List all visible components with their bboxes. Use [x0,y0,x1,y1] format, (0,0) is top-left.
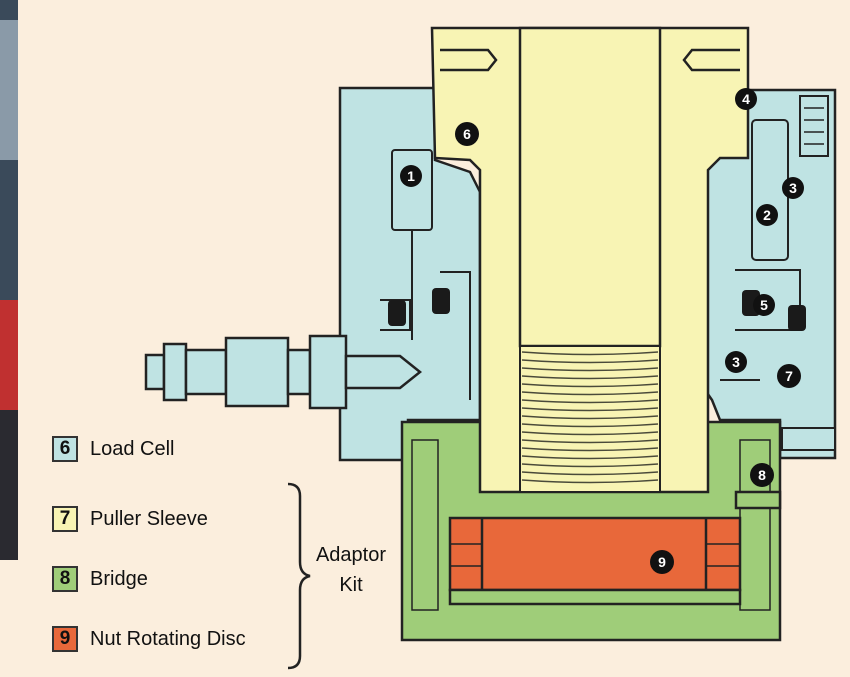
callout-3-upper: 3 [782,177,804,199]
thread-line [521,479,659,484]
thread-line [521,375,659,380]
legend-label: Puller Sleeve [90,507,208,530]
adaptor-kit-brace [287,482,311,670]
legend-item-puller-sleeve: 7 Puller Sleeve [52,506,208,532]
callout-4: 4 [735,88,757,110]
callout-9: 9 [650,550,674,574]
legend-item-nut-rotating-disc: 9 Nut Rotating Disc [52,626,246,652]
thread-line [521,455,659,460]
legend-swatch: 9 [52,626,78,652]
thread-line [521,439,659,444]
callout-1: 1 [400,165,422,187]
callout-8: 8 [750,463,774,487]
legend-item-load-cell: 6 Load Cell [52,436,175,462]
callout-7: 6 [455,122,479,146]
thread-line [521,367,659,372]
nut-rotating-disc [448,516,742,606]
callout-2: 2 [756,204,778,226]
callout-badges: 6 1 4 3 2 5 3 [400,88,804,574]
legend-swatch: 8 [52,566,78,592]
svg-text:3: 3 [732,354,740,370]
thread-line [521,391,659,396]
legend-item-bridge: 8 Bridge [52,566,148,592]
legend-label: Bridge [90,567,148,590]
thread-line [521,407,659,412]
thread-line [521,351,659,356]
legend-swatch: 7 [52,506,78,532]
thread-line [521,423,659,428]
svg-text:8: 8 [758,467,766,483]
hydraulic-coupler [144,334,423,410]
adaptor-kit-line1: Adaptor [315,544,387,566]
svg-text:7: 7 [785,368,793,384]
adaptor-kit-line2: Kit [339,574,363,596]
svg-text:3: 3 [789,180,797,196]
sleeve-threads [519,345,661,493]
photo-strip [0,0,18,560]
svg-text:9: 9 [658,554,666,570]
internal-passages [380,119,836,451]
svg-text:1: 1 [407,168,415,184]
legend-label: Load Cell [90,437,175,460]
callout-6: 7 [777,364,801,388]
adaptor-kit-label: Adaptor Kit [306,540,396,600]
set-screw [799,95,829,157]
thread-line [521,415,659,420]
puller-sleeve [430,26,750,494]
callout-3-lower: 3 [725,351,747,373]
callout-5: 5 [753,294,775,316]
thread-line [521,431,659,436]
svg-text:4: 4 [742,91,750,107]
thread-line [521,383,659,388]
svg-text:5: 5 [760,297,768,313]
legend-swatch: 6 [52,436,78,462]
svg-text:2: 2 [763,207,771,223]
thread-line [521,447,659,452]
thread-line [521,471,659,476]
thread-line [521,359,659,364]
svg-text:6: 6 [463,126,471,142]
thread-line [521,463,659,468]
legend-label: Nut Rotating Disc [90,627,246,650]
thread-line [521,399,659,404]
